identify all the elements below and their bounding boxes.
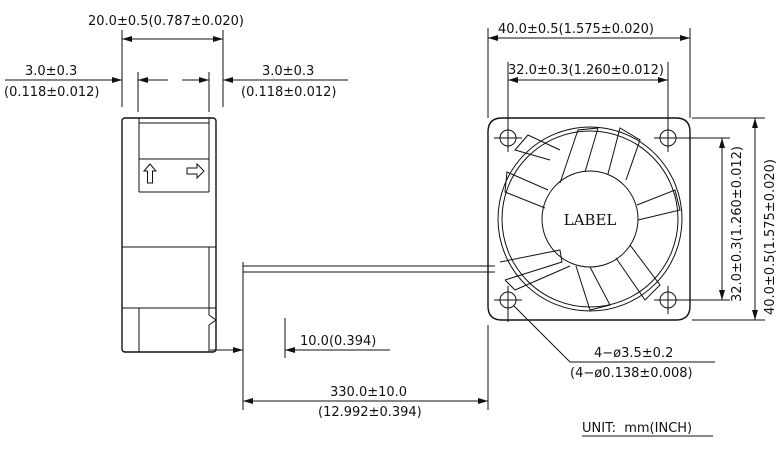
outer-height-dim: 40.0±0.5(1.575±0.020) xyxy=(763,159,778,315)
outer-width-dim: 40.0±0.5(1.575±0.020) xyxy=(498,22,654,37)
unit-note: UNIT: mm(INCH) xyxy=(582,421,692,436)
side-view: 20.0±0.5(0.787±0.020) 3.0±0.3 (0.118±0.0… xyxy=(4,14,348,353)
wire: 10.0(0.394) 330.0±10.0 (12.992±0.394) xyxy=(210,262,495,420)
mounting-hole xyxy=(654,124,730,152)
hole-dim-mm: 4−ø3.5±0.2 xyxy=(594,346,673,361)
mounting-holes xyxy=(494,124,730,322)
wire-length-mm: 330.0±10.0 xyxy=(330,385,407,400)
fan-blades xyxy=(499,127,681,311)
hub-label: LABEL xyxy=(564,211,617,229)
strip-dim-label: 10.0(0.394) xyxy=(300,334,376,349)
rotation-arrow-icon xyxy=(186,162,205,180)
hole-pitch-dim: 32.0±0.3(1.260±0.012) xyxy=(508,63,664,78)
front-view: 40.0±0.5(1.575±0.020) 32.0±0.3(1.260±0.0… xyxy=(487,22,778,381)
mounting-hole xyxy=(654,286,730,314)
mounting-hole xyxy=(494,124,522,152)
right-dim-inch: (0.118±0.012) xyxy=(241,85,336,100)
airflow-arrow-icon xyxy=(142,163,158,184)
left-dim-inch: (0.118±0.012) xyxy=(4,85,99,100)
width-dim-label: 20.0±0.5(0.787±0.020) xyxy=(88,14,244,29)
hole-dim-inch: (4−ø0.138±0.008) xyxy=(570,366,693,381)
hole-pitch-vertical-dim: 32.0±0.3(1.260±0.012) xyxy=(730,146,745,302)
mounting-hole xyxy=(494,286,522,322)
fan-body-side xyxy=(121,117,217,353)
fan-frame xyxy=(487,117,691,321)
wire-length-inch: (12.992±0.394) xyxy=(318,405,422,420)
left-dim-mm: 3.0±0.3 xyxy=(25,64,77,79)
right-dim-mm: 3.0±0.3 xyxy=(262,64,314,79)
